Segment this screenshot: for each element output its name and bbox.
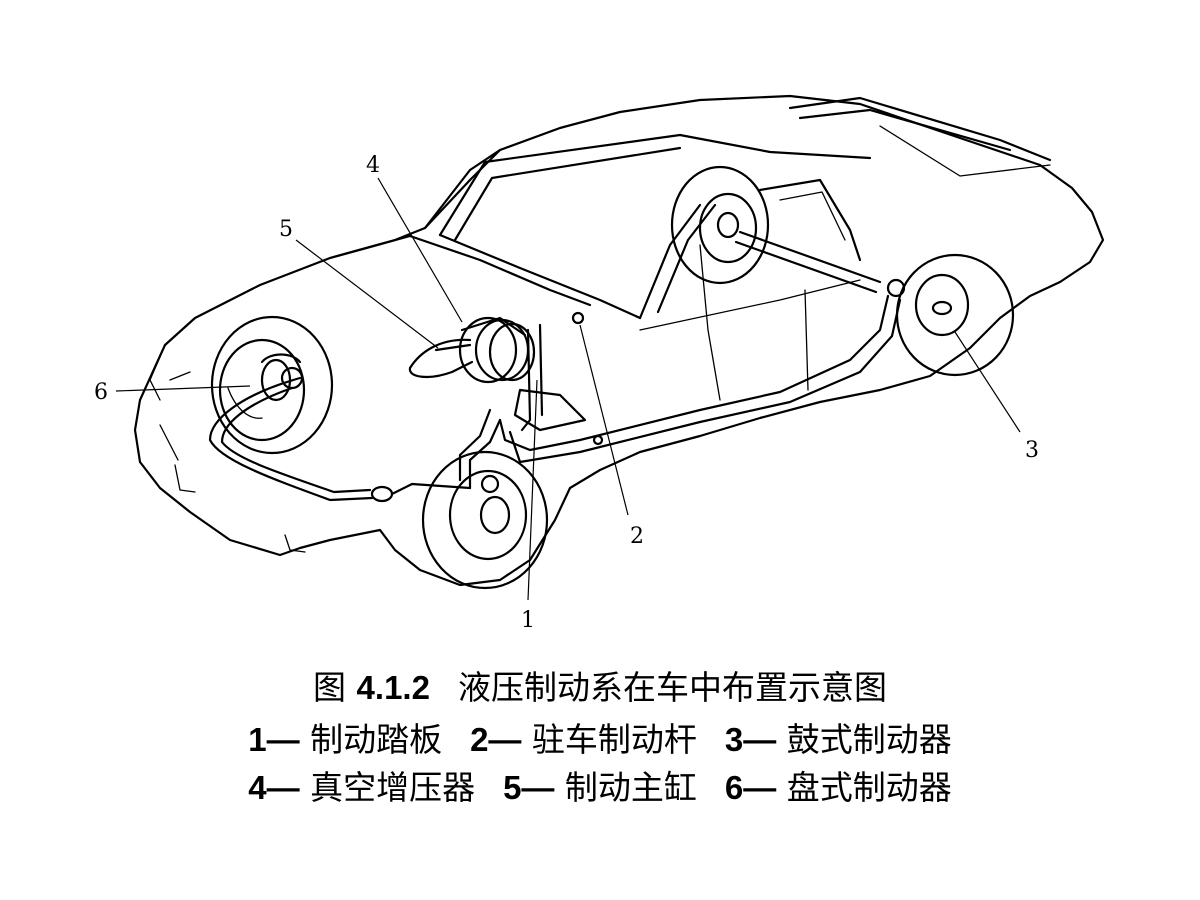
callout-6: 6 — [94, 380, 108, 405]
legend-item-6: 6— 盘式制动器 — [724, 768, 952, 807]
legend-item-3: 3— 鼓式制动器 — [724, 720, 952, 759]
figure-title: 液压制动系在车中布置示意图 — [457, 668, 887, 707]
car-body — [133, 94, 1105, 587]
figure-label: 图 — [313, 668, 347, 707]
car-illustration: 1 2 3 4 5 6 — [94, 94, 1105, 633]
callout-5: 5 — [279, 217, 293, 242]
figure-number: 4.1.2 — [356, 669, 430, 706]
legend-item-5: 5— 制动主缸 — [503, 768, 697, 807]
legend-line-2: 4— 真空增压器 5— 制动主缸 6— 盘式制动器 — [0, 768, 1200, 808]
legend-item-2: 2— 驻车制动杆 — [470, 720, 697, 759]
front-right-wheel — [421, 450, 549, 590]
front-left-wheel — [210, 315, 334, 455]
callout-4: 4 — [366, 153, 380, 178]
figure-caption: 图 4.1.2 液压制动系在车中布置示意图 — [0, 668, 1200, 708]
brake-lines — [208, 230, 902, 503]
vacuum-booster — [458, 316, 536, 384]
parking-brake-lever — [571, 311, 585, 325]
master-cylinder — [408, 338, 474, 378]
brake-layout-diagram: 1 2 3 4 5 6 — [94, 94, 1105, 633]
callout-3: 3 — [1025, 438, 1039, 463]
legend-item-4: 4— 真空增压器 — [248, 768, 476, 807]
callout-2: 2 — [630, 524, 644, 549]
rear-left-wheel — [670, 165, 770, 285]
callout-numbers: 1 2 3 4 5 6 — [94, 153, 1039, 633]
brake-pedal — [513, 323, 587, 432]
rear-right-wheel — [886, 253, 1015, 377]
callout-1: 1 — [521, 608, 535, 633]
leader-lines — [115, 177, 1021, 601]
legend-item-1: 1— 制动踏板 — [248, 720, 443, 759]
legend-line-1: 1— 制动踏板 2— 驻车制动杆 3— 鼓式制动器 — [0, 720, 1200, 760]
